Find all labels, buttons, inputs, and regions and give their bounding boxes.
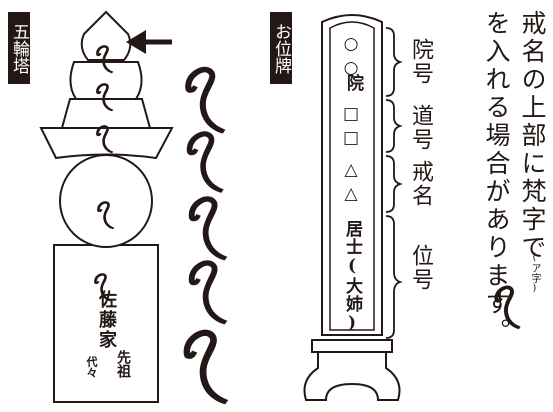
bracket-kaimyo: [385, 155, 403, 213]
sanskrit-kha-large: ꪖ: [180, 49, 221, 110]
kaimyo-placeholder: △△: [341, 160, 361, 208]
label-kaimyo: 戒名: [408, 160, 433, 208]
ingo-char: 院: [343, 74, 363, 95]
ihai-brackets: [385, 27, 403, 339]
sanskrit-ba-large: ꪖ: [184, 242, 223, 301]
gorinto-halfmoon: [69, 61, 143, 100]
ancestors-text: 先祖: [115, 350, 131, 378]
ihai-drawing: [303, 14, 401, 401]
label-dogo: 道号: [408, 104, 433, 152]
gorinto-base: [53, 244, 159, 403]
sanskrit-ka-on-stupa: ꪖ: [94, 76, 112, 102]
ihai-base: [303, 351, 401, 401]
gorinto-roof: [39, 127, 174, 160]
bracket-ingo: [385, 27, 403, 97]
generations-text: 代々: [85, 356, 98, 378]
sanskrit-a-note: ꪖ: [491, 274, 518, 314]
gorinto-jewel: [80, 10, 132, 61]
sanskrit-ba-on-stupa: ꪖ: [95, 194, 113, 220]
dogo-placeholder: □□: [341, 104, 361, 152]
sanskrit-a-on-stupa: ꪖ: [92, 266, 110, 292]
ihai-base-ledge: [311, 339, 393, 353]
arrow-icon: [126, 30, 172, 54]
note-line-2: を入れる場合があります。: [482, 10, 511, 346]
sanskrit-a-large: ꪖ: [178, 309, 223, 377]
bracket-igo: [385, 215, 403, 339]
note-line-1: 戒名の上部に梵字で: [518, 10, 547, 262]
label-igo: 位号: [408, 244, 433, 292]
gorinto-drawing: [39, 10, 174, 403]
label-ingo: 院号: [408, 38, 433, 86]
ihai-tag: お位牌: [270, 12, 292, 84]
ihai-board-inner: [329, 21, 375, 331]
family-name: 佐藤家: [96, 290, 117, 350]
igo-text: 居士(大姉): [342, 220, 362, 334]
bracket-dogo: [385, 99, 403, 153]
note-ruby: (ア字): [529, 252, 540, 294]
sanskrit-ka-large: ꪖ: [182, 115, 220, 171]
sanskrit-kha-on-stupa: ꪖ: [94, 38, 112, 64]
sanskrit-ra-on-stupa: ꪖ: [94, 118, 112, 144]
gorinto-tag: 五輪塔: [8, 12, 30, 84]
sanskrit-ra-large: ꪖ: [184, 178, 223, 237]
ingo-placeholder: ○○: [341, 34, 361, 82]
